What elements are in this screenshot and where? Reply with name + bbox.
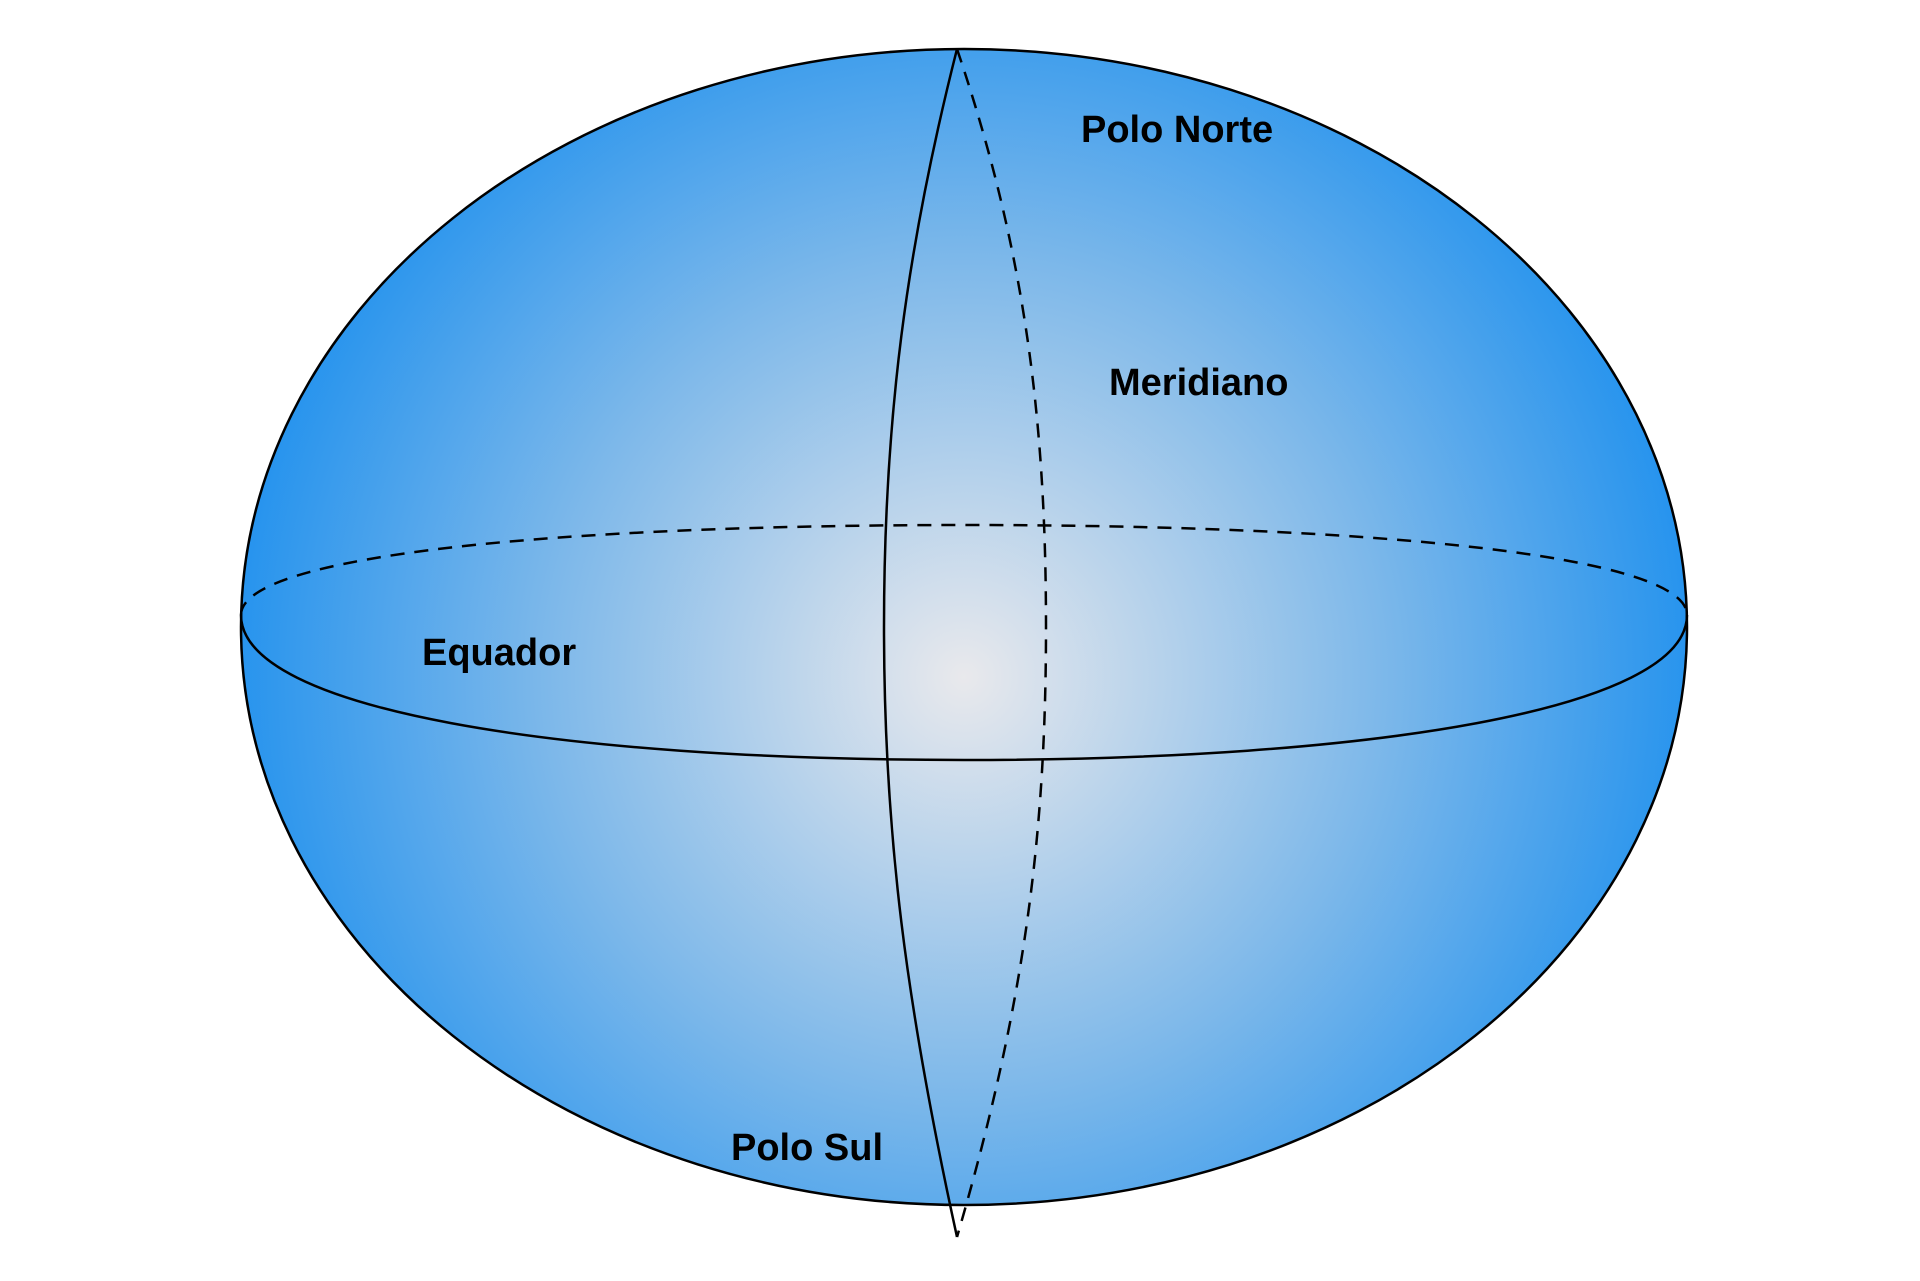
equator-front-solid <box>239 614 1689 762</box>
meridian-front-solid <box>882 48 959 1238</box>
equator-label: Equador <box>422 632 576 674</box>
ellipsoid-body <box>239 47 1689 1207</box>
equator-back-dashed <box>239 523 1689 616</box>
south-pole-label: Polo Sul <box>731 1127 883 1169</box>
meridian-back-dashed <box>955 48 1048 1238</box>
north-pole-label: Polo Norte <box>1081 109 1273 151</box>
meridian-label: Meridiano <box>1109 362 1288 404</box>
